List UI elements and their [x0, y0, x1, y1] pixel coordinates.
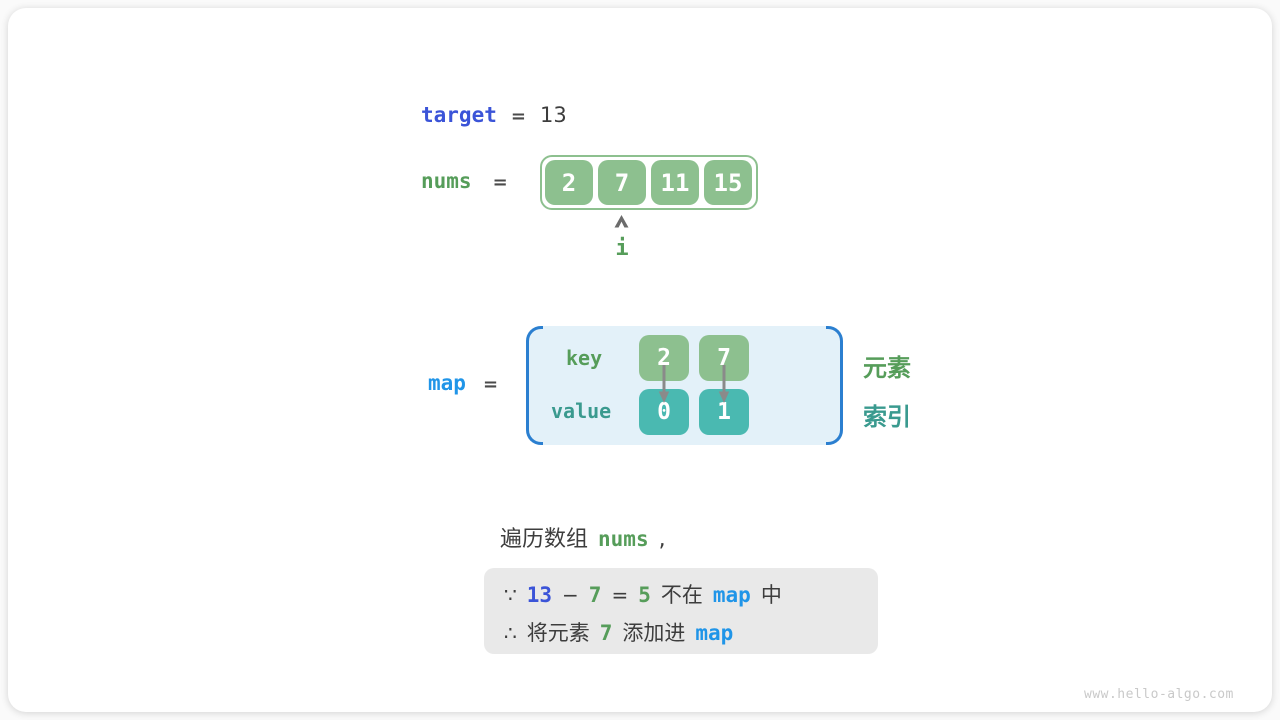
pointer-label: i [615, 236, 629, 261]
note-difference-value: 5 [638, 583, 651, 607]
note-map-ref-2: map [695, 621, 734, 645]
nums-cell-3: 15 [704, 160, 752, 205]
map-value-1: 1 [699, 389, 749, 435]
note-line-2: ∴ 将元素 7 添加进 map [504, 616, 878, 650]
equals-sign: = [611, 583, 629, 607]
map-bracket-left [526, 326, 543, 445]
note-in-suffix-text: 中 [760, 583, 782, 607]
map-value-0: 0 [639, 389, 689, 435]
pointer-caret-icon [614, 215, 629, 228]
note-added-value: 7 [599, 621, 613, 645]
target-variable: target [421, 103, 497, 127]
nums-variable: nums [421, 169, 472, 193]
nums-cell-1: 7 [598, 160, 646, 205]
diagram-card: target = 13 nums = 2 7 11 15 i map = [8, 8, 1272, 712]
note-add-suffix-text: 添加进 [622, 621, 686, 645]
caption-prefix: 遍历数组 [500, 527, 589, 552]
map-line: map = [428, 371, 498, 395]
target-equals: = [510, 106, 526, 127]
nums-array: 2 7 11 15 [540, 155, 758, 210]
target-line: target = 13 [421, 103, 567, 127]
map-variable: map [428, 371, 466, 395]
caption-line: 遍历数组 nums , [500, 521, 666, 553]
map-container: key value 2 7 0 1 [526, 326, 843, 445]
nums-cell-0: 2 [545, 160, 593, 205]
note-add-prefix-text: 将元素 [526, 621, 590, 645]
nums-equals: = [492, 172, 508, 193]
key-to-value-arrow-1 [718, 365, 730, 403]
therefore-symbol: ∴ [504, 621, 517, 645]
caption-suffix: , [658, 527, 666, 552]
because-symbol: ∵ [504, 583, 517, 607]
map-key-row-label: key [566, 346, 603, 370]
note-box: ∵ 13 − 7 = 5 不在 map 中 ∴ 将元素 7 添加进 map [484, 568, 878, 654]
note-map-ref-1: map [712, 583, 751, 607]
target-value: 13 [539, 103, 567, 127]
caption-code: nums [598, 527, 649, 551]
map-bracket-right [826, 326, 843, 445]
nums-line: nums = [421, 169, 508, 193]
minus-sign: − [562, 583, 579, 607]
map-equals: = [482, 374, 499, 395]
note-current-value: 7 [588, 583, 602, 607]
note-line-1: ∵ 13 − 7 = 5 不在 map 中 [504, 578, 878, 612]
map-value-row-label: value [551, 399, 612, 423]
key-to-value-arrow-0 [658, 365, 670, 403]
note-target-value: 13 [526, 583, 553, 607]
watermark: www.hello-algo.com [1084, 687, 1234, 702]
nums-cell-2: 11 [651, 160, 699, 205]
note-not-in-text: 不在 [660, 583, 703, 607]
element-side-label: 元素 [863, 354, 911, 382]
index-side-label: 索引 [863, 403, 911, 431]
